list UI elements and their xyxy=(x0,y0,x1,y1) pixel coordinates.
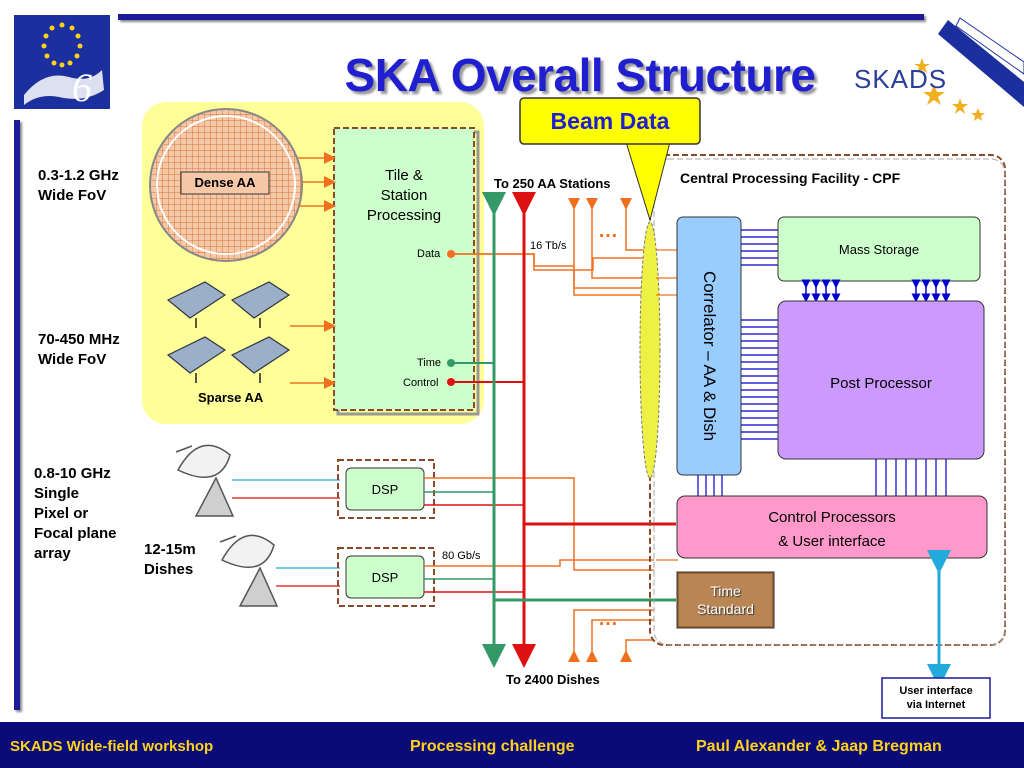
dish-size-text: 12-15m xyxy=(144,541,196,558)
sparse-freq-text: 70-450 MHz xyxy=(38,331,120,348)
header-rule xyxy=(118,14,924,20)
skads-logo-text: SKADS xyxy=(854,64,948,94)
tile-line2: Station xyxy=(380,187,428,204)
aa-freq-text: 0.3-1.2 GHz xyxy=(38,167,119,184)
dish-line2: Single xyxy=(34,485,80,502)
left-accent-bar xyxy=(14,120,20,710)
control-processors-label: Control Processors & User interface xyxy=(677,506,987,554)
time-standard-label: Time Standard xyxy=(677,582,774,618)
sparse-frequency-label: 70-450 MHz Wide FoV xyxy=(38,330,120,370)
rate-aa-label: 16 Tb/s xyxy=(530,240,567,252)
dish-freq-text: 0.8-10 GHz xyxy=(34,465,111,482)
dense-aa-label: Dense AA xyxy=(194,175,256,190)
sparse-aa-antennas xyxy=(166,281,291,374)
footer-center: Processing challenge xyxy=(410,738,575,755)
dish-line5: array xyxy=(34,545,71,562)
correlator-box xyxy=(676,216,742,476)
beam-data-label: Beam Data xyxy=(550,108,670,134)
sparse-fov-text: Wide FoV xyxy=(38,351,107,368)
correlator-label: Correlator – AA & Dish xyxy=(700,270,719,442)
time-line1: Time xyxy=(710,583,741,599)
ellipsis-bottom: … xyxy=(598,608,618,630)
dish-frequency-label: 0.8-10 GHz Single Pixel or Focal plane a… xyxy=(34,464,117,564)
ui-line2: via Internet xyxy=(906,699,966,711)
mass-storage-box xyxy=(777,216,981,282)
skads-logo: SKADS xyxy=(848,12,1024,124)
post-processor-label: Post Processor xyxy=(830,375,932,392)
eu-stars-icon xyxy=(41,22,83,68)
dish-line3: Pixel or xyxy=(34,505,89,522)
eu-logo: 6 xyxy=(14,15,110,110)
beam-data-ellipse xyxy=(639,221,661,479)
dsp-box-2 xyxy=(345,555,425,599)
ellipsis-top: … xyxy=(598,220,618,242)
data-port-label: Data xyxy=(417,248,441,260)
dish-antennas xyxy=(175,444,279,607)
control-port-label: Control xyxy=(403,377,439,389)
time-standard-box xyxy=(676,571,775,629)
footer-left: SKADS Wide-field workshop xyxy=(10,738,214,755)
to-dishes-label: To 2400 Dishes xyxy=(506,672,600,687)
svg-text:6: 6 xyxy=(72,65,92,109)
ui-line1: User interface xyxy=(899,685,973,697)
footer-right: Paul Alexander & Jaap Bregman xyxy=(696,738,942,755)
time-port-label: Time xyxy=(417,357,442,369)
cpf-title: Central Processing Facility - CPF xyxy=(680,170,901,186)
time-line2: Standard xyxy=(697,601,754,617)
dsp-box-1 xyxy=(345,467,425,511)
slide-title: SKA Overall Structure xyxy=(344,49,816,101)
mass-storage-label: Mass Storage xyxy=(838,242,920,257)
user-interface-label: User interface via Internet xyxy=(882,684,990,712)
control-processors-box xyxy=(676,495,988,559)
tile-line3: Processing xyxy=(366,207,442,224)
sparse-aa-label: Sparse AA xyxy=(198,390,264,405)
dsp-label-1: DSP xyxy=(371,482,399,497)
dense-aa-label-box xyxy=(180,171,270,195)
dish-line4: Focal plane xyxy=(34,525,117,542)
dish-name-text: Dishes xyxy=(144,561,194,578)
tile-station-title: Tile & Station Processing xyxy=(334,166,474,226)
dsp-label-2: DSP xyxy=(371,570,399,585)
post-processor-box xyxy=(777,300,985,460)
control-line1: Control Processors xyxy=(768,509,896,526)
dish-size-label: 12-15m Dishes xyxy=(144,540,196,580)
beam-data-callout xyxy=(519,97,701,145)
user-interface-box xyxy=(881,677,991,719)
to-aa-stations-label: To 250 AA Stations xyxy=(494,176,611,191)
control-line2: & User interface xyxy=(778,533,886,550)
aa-frequency-label: 0.3-1.2 GHz Wide FoV xyxy=(38,166,119,206)
footer-bar: SKADS Wide-field workshop Processing cha… xyxy=(0,722,1024,768)
rate-dish-label: 80 Gb/s xyxy=(442,550,481,562)
aa-fov-text: Wide FoV xyxy=(38,187,107,204)
structure-diagram xyxy=(142,97,1006,719)
tile-line1: Tile & xyxy=(385,167,423,184)
